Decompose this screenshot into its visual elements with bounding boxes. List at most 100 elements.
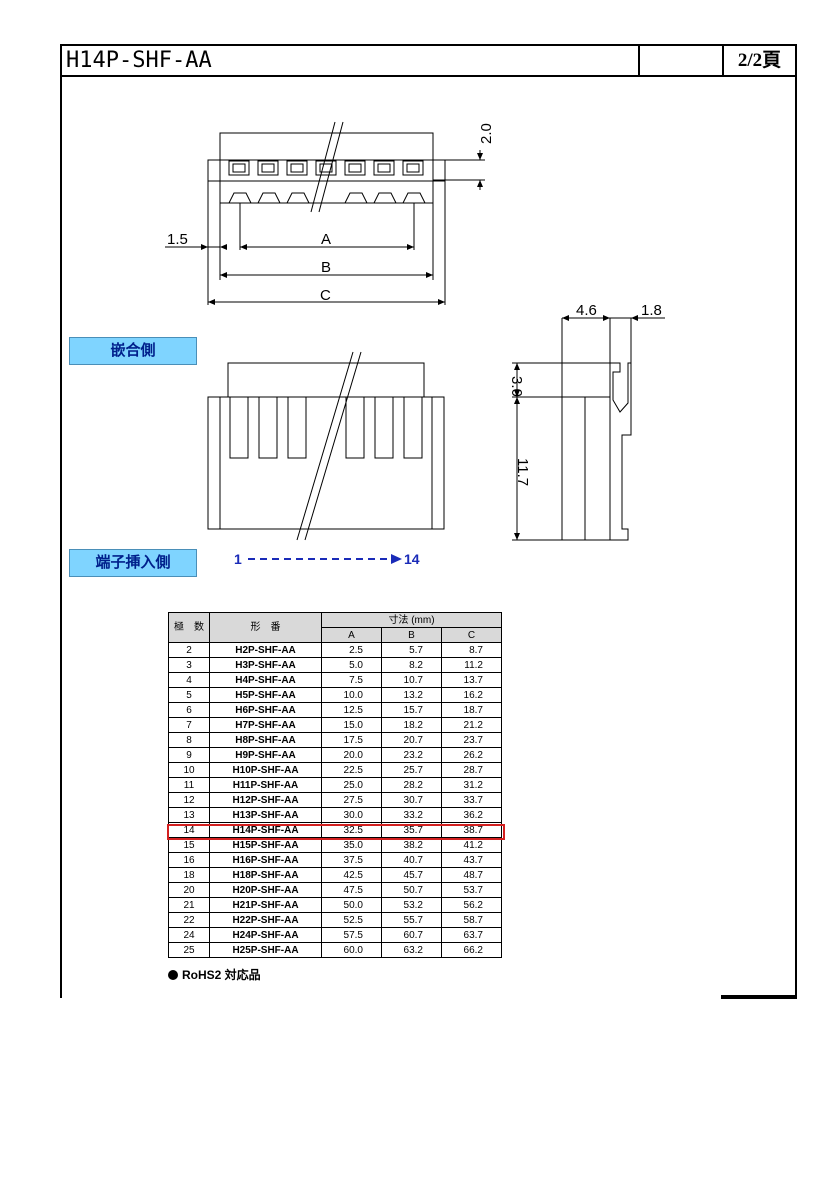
front-view-main-body <box>207 396 445 530</box>
dim-b-cell: 45.7 <box>381 867 442 883</box>
lock-teeth <box>228 192 426 204</box>
dim-c-cell: 31.2 <box>441 777 502 793</box>
header-dim-c: C <box>441 627 502 643</box>
dim-a-cell: 17.5 <box>321 732 382 748</box>
dim-c-cell: 58.7 <box>441 912 502 928</box>
header-poles: 極 数 <box>168 612 210 643</box>
mating-side-label: 嵌合側 <box>69 337 197 365</box>
page-indicator: 2/2頁 <box>737 50 782 71</box>
front-view-top-body <box>227 362 425 398</box>
dim-c-cell: 21.2 <box>441 717 502 733</box>
poles-cell: 21 <box>168 897 210 913</box>
poles-cell: 4 <box>168 672 210 688</box>
dim-c-cell: 36.2 <box>441 807 502 823</box>
insert-side-label: 端子挿入側 <box>69 549 197 577</box>
part-number-cell: H16P-SHF-AA <box>209 852 322 868</box>
part-number-title: H14P-SHF-AA <box>62 46 640 75</box>
dim-c-cell: 66.2 <box>441 942 502 958</box>
dim-c-cell: 18.7 <box>441 702 502 718</box>
part-number-cell: H12P-SHF-AA <box>209 792 322 808</box>
dim-a-cell: 25.0 <box>321 777 382 793</box>
dim-c-cell: 53.7 <box>441 882 502 898</box>
poles-cell: 8 <box>168 732 210 748</box>
dim-a-text: A <box>321 231 331 248</box>
poles-cell: 13 <box>168 807 210 823</box>
dim-a-cell: 20.0 <box>321 747 382 763</box>
dim-a-cell: 10.0 <box>321 687 382 703</box>
dim-b-cell: 18.2 <box>381 717 442 733</box>
selected-row-highlight <box>167 824 505 840</box>
dim-c-cell: 13.7 <box>441 672 502 688</box>
poles-cell: 7 <box>168 717 210 733</box>
dim-b-cell: 28.2 <box>381 777 442 793</box>
dim-b-cell: 5.7 <box>381 642 442 658</box>
dim-a-cell: 15.0 <box>321 717 382 733</box>
dim-b-cell: 50.7 <box>381 882 442 898</box>
side-view-profile <box>561 362 632 541</box>
dim-c-cell: 56.2 <box>441 897 502 913</box>
dim-b-text: B <box>321 259 331 276</box>
dim-b-cell: 20.7 <box>381 732 442 748</box>
dim-b-cell: 23.2 <box>381 747 442 763</box>
pin-order-arrow: 1 14 <box>234 551 420 567</box>
dim-c-cell: 11.2 <box>441 657 502 673</box>
dim-c-cell: 26.2 <box>441 747 502 763</box>
dim-a-cell: 50.0 <box>321 897 382 913</box>
poles-cell: 11 <box>168 777 210 793</box>
contact-windows <box>228 160 424 176</box>
dim-a-cell: 12.5 <box>321 702 382 718</box>
poles-cell: 16 <box>168 852 210 868</box>
frame-corner-mark <box>721 995 797 999</box>
poles-cell: 10 <box>168 762 210 778</box>
part-number-cell: H3P-SHF-AA <box>209 657 322 673</box>
dim-a-cell: 37.5 <box>321 852 382 868</box>
part-number-cell: H20P-SHF-AA <box>209 882 322 898</box>
dim-b-cell: 25.7 <box>381 762 442 778</box>
pin-end-label: 14 <box>404 551 420 567</box>
dim-a-cell: 2.5 <box>321 642 382 658</box>
poles-cell: 24 <box>168 927 210 943</box>
dim-a-cell: 47.5 <box>321 882 382 898</box>
dim-a-cell: 57.5 <box>321 927 382 943</box>
dim-b-cell: 60.7 <box>381 927 442 943</box>
part-number-cell: H25P-SHF-AA <box>209 942 322 958</box>
title-block-blank-cell <box>640 46 724 75</box>
dim-a-cell: 52.5 <box>321 912 382 928</box>
poles-cell: 18 <box>168 867 210 883</box>
dim-c-cell: 23.7 <box>441 732 502 748</box>
terminal-slots <box>229 396 423 459</box>
rohs-note: RoHS2 対応品 <box>168 966 261 983</box>
top-view-upper-body <box>219 132 434 161</box>
poles-cell: 6 <box>168 702 210 718</box>
part-number-cell: H5P-SHF-AA <box>209 687 322 703</box>
pin-start-label: 1 <box>234 551 242 567</box>
dim-b-cell: 8.2 <box>381 657 442 673</box>
poles-cell: 20 <box>168 882 210 898</box>
poles-cell: 2 <box>168 642 210 658</box>
part-number-cell: H18P-SHF-AA <box>209 867 322 883</box>
dim-a-cell: 60.0 <box>321 942 382 958</box>
header-dim-a: A <box>321 627 382 643</box>
dim-c-cell: 16.2 <box>441 687 502 703</box>
dim-c-cell: 28.7 <box>441 762 502 778</box>
dim-a-cell: 42.5 <box>321 867 382 883</box>
poles-cell: 25 <box>168 942 210 958</box>
dim-width-1-text: 4.6 <box>576 302 597 319</box>
part-number-cell: H11P-SHF-AA <box>209 777 322 793</box>
